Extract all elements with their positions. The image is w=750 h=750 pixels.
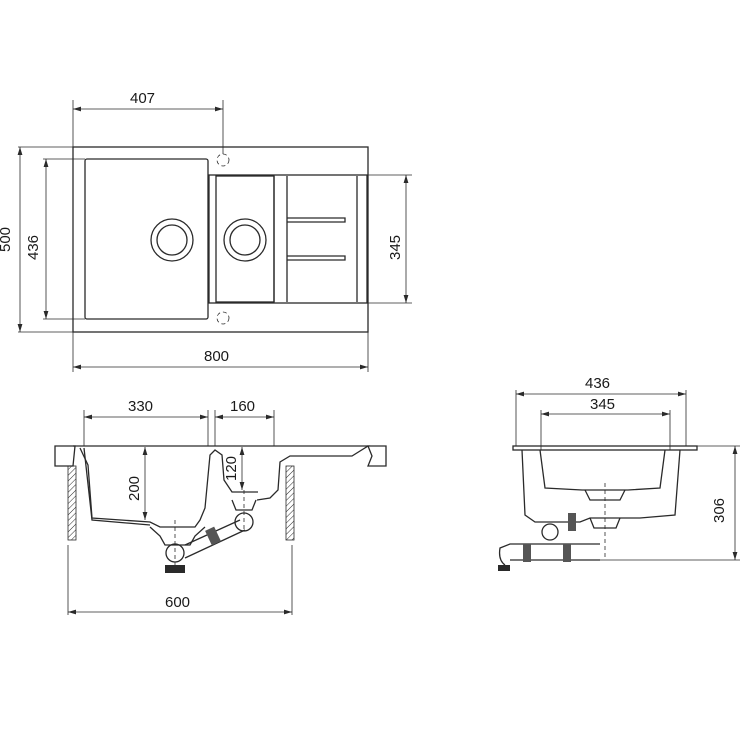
dim-main-bowl-depth: 436 <box>25 234 43 261</box>
dim-cabinet-width: 600 <box>165 594 191 611</box>
dim-small-bowl-width: 160 <box>230 398 256 415</box>
dim-small-bowl-height: 120 <box>223 455 241 482</box>
dim-overall-width: 800 <box>204 348 230 365</box>
dim-tap-hole-offset: 407 <box>130 90 156 107</box>
dim-small-bowl-depth: 345 <box>387 234 405 261</box>
dim-side-outer-depth: 436 <box>585 375 611 392</box>
top-view <box>17 100 412 372</box>
dim-side-inner-depth: 345 <box>590 396 616 413</box>
dim-main-bowl-width: 330 <box>128 398 154 415</box>
front-view <box>54 410 387 615</box>
dim-total-height: 306 <box>711 497 729 524</box>
dim-overall-depth: 500 <box>0 226 15 253</box>
side-view <box>498 390 740 571</box>
dim-main-bowl-height: 200 <box>126 475 144 502</box>
